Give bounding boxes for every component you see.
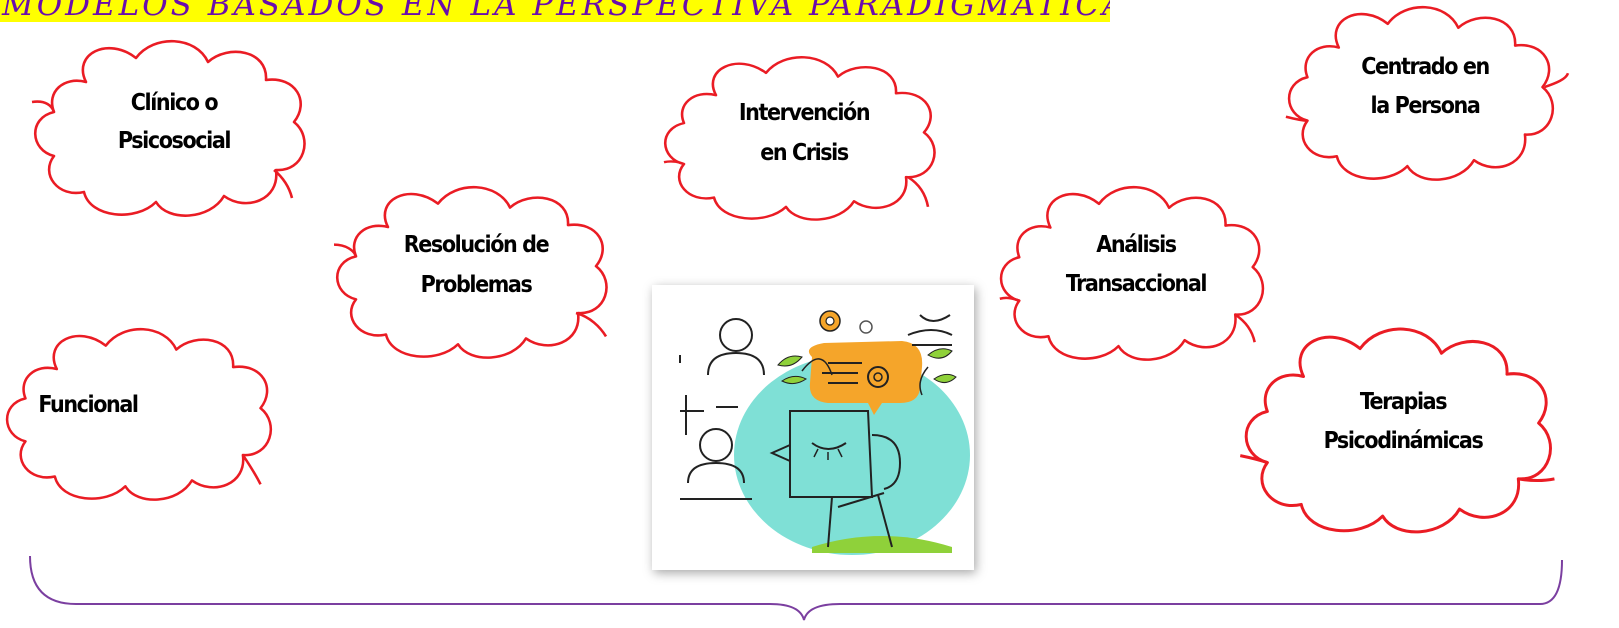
title-banner: MODELOS BASADOS EN LA PERSPECTIVA PARADI… [0, 0, 1110, 22]
cloud-shape [333, 185, 608, 359]
cloud-shape [999, 185, 1265, 361]
cloud-label-line2: en Crisis [760, 140, 849, 166]
cloud-shape [31, 39, 306, 217]
cloud-intervencion-crisis: Intervención en Crisis [658, 55, 950, 221]
cloud-label-line2: la Persona [1370, 93, 1481, 119]
cloud-label-line1: Funcional [38, 392, 139, 418]
cloud-shape [5, 327, 273, 501]
cloud-funcional: Funcional [0, 327, 286, 501]
cloud-label-line2: Problemas [420, 272, 533, 298]
cloud-clinico-psicosocial: Clínico o Psicosocial [28, 39, 320, 217]
mind-head-illustration [551, 285, 974, 570]
cloud-label-line1: Centrado en [1361, 54, 1490, 80]
cloud-centrado-persona: Centrado en la Persona [1282, 5, 1570, 181]
cloud-analisis-transaccional: Análisis Transaccional [994, 185, 1278, 361]
page-title: MODELOS BASADOS EN LA PERSPECTIVA PARADI… [2, 0, 1110, 22]
cloud-label-line1: Clínico o [130, 90, 219, 116]
cloud-shape [1239, 327, 1555, 534]
cloud-label-line2: Transaccional [1065, 271, 1208, 297]
mind-head-icon [679, 310, 970, 555]
cloud-label-line2: Psicosocial [117, 128, 232, 154]
cloud-label-line2: Psicodinámicas [1323, 428, 1484, 454]
cloud-label-line1: Intervención [738, 100, 871, 126]
cloud-label-line1: Terapias [1359, 389, 1448, 415]
cloud-label-line1: Resolución de [403, 232, 550, 258]
cloud-label-line1: Análisis [1096, 232, 1177, 258]
cloud-shape [1285, 5, 1570, 181]
cloud-shape [663, 55, 936, 221]
cloud-terapias-psicodinamicas: Terapias Psicodinámicas [1238, 327, 1568, 534]
bottom-brace [29, 555, 1563, 621]
cloud-resolucion-problemas: Resolución de Problemas [330, 185, 622, 359]
